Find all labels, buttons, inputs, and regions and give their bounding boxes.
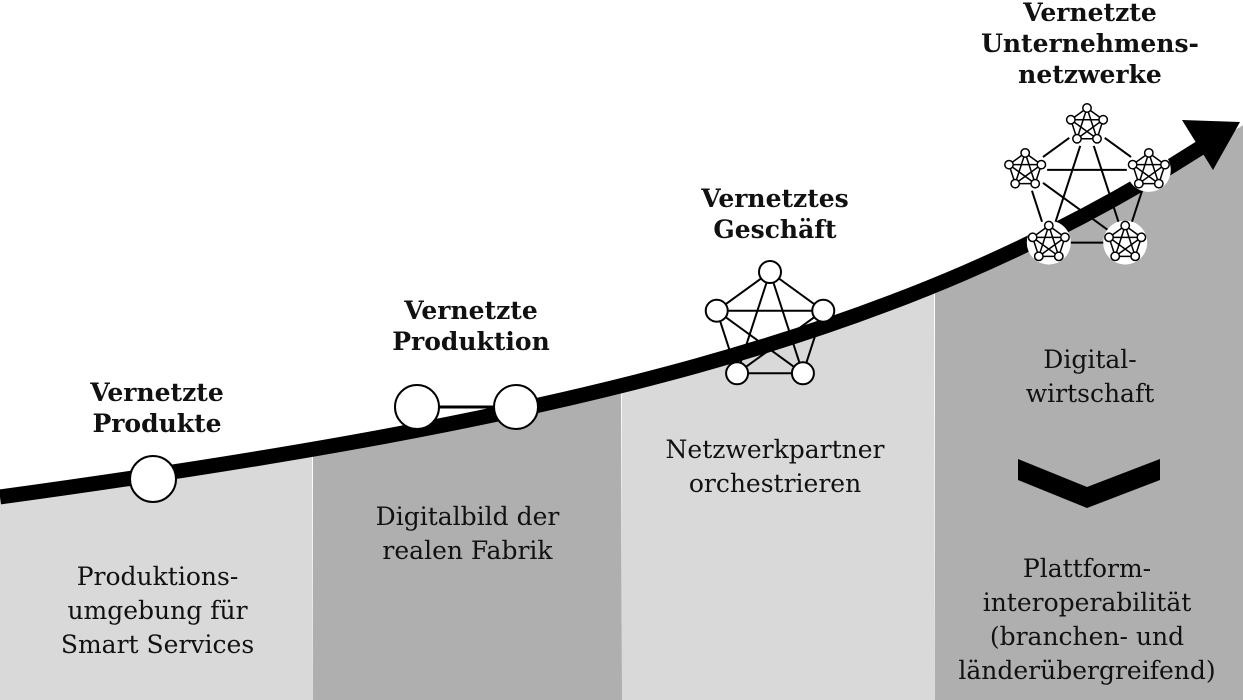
sub-network-edge — [1132, 164, 1160, 185]
sub-network-edge — [1038, 225, 1050, 257]
sub-network-edge — [1014, 164, 1042, 185]
stage-description-vernetzte-produkte: Produktions- umgebung für Smart Services — [60, 562, 255, 659]
node-circle — [493, 384, 539, 430]
pentagon-edge — [736, 309, 824, 375]
stage-title-vernetzte-produkte: Vernetzte Produkte — [90, 378, 224, 438]
sub-network-edge — [1148, 152, 1160, 184]
pentagon-node — [704, 298, 729, 323]
sub-network-edge — [1114, 225, 1126, 257]
arrowhead-icon — [1182, 120, 1240, 170]
sub-network-edge — [1038, 236, 1066, 257]
sub-network-edge — [1086, 107, 1098, 139]
pentagon-node — [758, 260, 782, 284]
sub-network-node — [1030, 178, 1041, 189]
sub-network-node — [1020, 147, 1031, 158]
chevron-down-icon — [1018, 459, 1160, 508]
stage-title-vernetztes-geschaeft: Vernetztes Geschäft — [701, 184, 849, 244]
sub-network-edge — [1138, 152, 1150, 184]
sub-network-node — [1082, 103, 1092, 113]
sub-network-node — [1153, 178, 1164, 189]
sub-network-icon — [1003, 147, 1048, 192]
pentagon-edge — [716, 309, 804, 375]
sub-network-node — [1033, 251, 1044, 262]
stage-band-vernetztes-geschaeft — [622, 285, 935, 700]
sub-network-node — [1072, 133, 1082, 144]
sub-network-edge — [1070, 119, 1098, 140]
sub-network-edge — [1138, 164, 1166, 185]
two-node-link-icon — [394, 384, 539, 430]
single-node-icon — [129, 455, 177, 503]
sub-network-icon — [1026, 220, 1071, 265]
sub-network-edge — [1108, 236, 1136, 257]
sub-network-node — [1065, 114, 1076, 125]
sub-network-node — [1060, 232, 1070, 243]
sub-network-edge — [1114, 236, 1142, 257]
pentagon-node — [811, 298, 836, 323]
stage-description-vernetzte-produktion: Digitalbild der realen Fabrik — [375, 502, 560, 565]
stage-band-vernetzte-produktion — [313, 385, 622, 700]
pentagon-node — [725, 361, 750, 386]
stage-description-plattforminteroperabilitaet: Plattform- interoperabilität (branchen- … — [958, 554, 1216, 685]
sub-network-node — [1043, 220, 1054, 231]
stage-title-vernetzte-produktion: Vernetzte Produktion — [392, 296, 550, 356]
sub-network-node — [1120, 220, 1131, 231]
node-circle — [394, 384, 440, 430]
sub-network-node — [1036, 159, 1047, 170]
sub-network-node — [1143, 147, 1154, 158]
sub-network-edge — [1048, 225, 1060, 257]
sub-network-node — [1127, 159, 1138, 170]
sub-network-edge — [1014, 152, 1026, 184]
pentagon-network-icon — [704, 260, 836, 386]
sub-network-edge — [1076, 107, 1088, 139]
sub-network-node — [1010, 178, 1021, 189]
sub-network-edge — [1008, 164, 1036, 185]
sub-network-node — [1098, 114, 1109, 125]
sub-network-node — [1110, 251, 1121, 262]
sub-network-icon — [1126, 147, 1171, 192]
sub-network-edge — [1124, 225, 1136, 257]
sub-network-node — [1136, 232, 1147, 243]
stage-band-vernetzte-produkte — [0, 449, 313, 700]
node-circle — [129, 455, 177, 503]
sub-network-node — [1133, 178, 1144, 189]
sub-network-icon — [1065, 103, 1109, 147]
sub-network-edge — [1032, 236, 1060, 257]
pentagon-node — [790, 361, 815, 386]
stage-band-vernetzte-unternehmensnetzwerke — [935, 125, 1243, 700]
sub-network-node — [1160, 159, 1170, 170]
pentagon-edge — [769, 271, 804, 374]
network-of-networks-icon — [1003, 103, 1171, 265]
sub-network-edge — [1024, 152, 1036, 184]
sub-network-icon — [1103, 220, 1148, 265]
sub-network-node — [1004, 159, 1014, 170]
pentagon-edge — [736, 271, 771, 374]
sub-network-node — [1130, 251, 1141, 262]
sub-network-node — [1092, 133, 1102, 144]
stage-description-vernetztes-geschaeft: Netzwerkpartner orchestrieren — [665, 435, 885, 498]
sub-network-node — [1053, 251, 1064, 262]
stage-title-vernetzte-unternehmensnetzwerke: Vernetzte Unternehmens- netzwerke — [981, 0, 1199, 89]
sub-network-node — [1027, 232, 1038, 243]
stage-description-digitalwirtschaft: Digital- wirtschaft — [1025, 345, 1155, 408]
sub-network-edge — [1076, 119, 1104, 140]
sub-network-node — [1104, 232, 1114, 243]
